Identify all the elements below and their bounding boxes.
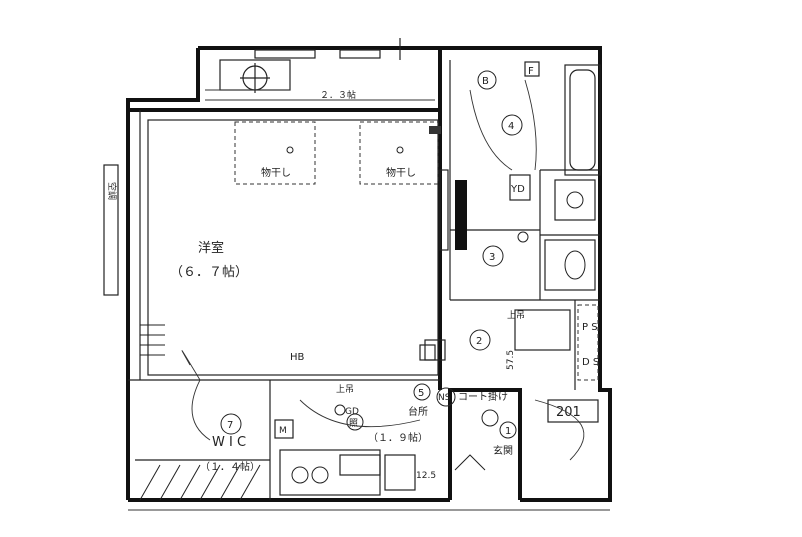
drying-label-1: 物干し — [261, 166, 291, 179]
left-window — [103, 164, 119, 296]
hb-label: HB — [290, 352, 305, 363]
circuit-2: 2 — [476, 336, 482, 347]
circuit-4: 4 — [508, 121, 514, 132]
left-shelves — [140, 324, 165, 356]
yd-label: YD — [510, 184, 525, 195]
circuit-1: 1 — [505, 426, 511, 437]
m-label: M — [279, 426, 287, 436]
drying-label-2: 物干し — [386, 166, 416, 179]
wic-label: W I C — [212, 435, 246, 450]
kitchen-size: （１．９帖） — [368, 431, 428, 444]
drying-rail-2 — [359, 121, 439, 185]
wic-hatch — [139, 464, 261, 501]
ps-label: P S — [582, 322, 598, 333]
wic: 7 W I C M （１．４帖） — [139, 379, 294, 501]
western-room: 物干し 物干し 洋室 （６．７帖） 空調 HB — [103, 119, 467, 381]
western-room-name: 洋室 — [198, 240, 224, 256]
kitchen-name: 台所 — [408, 405, 428, 418]
b-label: B — [482, 76, 489, 87]
dim-label: 57.5 — [506, 350, 516, 370]
coat-hook-label: コート掛け — [458, 390, 508, 403]
drying-rail-1 — [234, 121, 316, 185]
toilet: 3 — [482, 231, 596, 291]
ds-label: D S — [582, 357, 599, 368]
upper-cabinet-2: 上吊 — [336, 384, 354, 395]
kitchen: 上吊 5 NS コート掛け GD 照 台所 （１．９帖） 1 玄関 12.5 — [279, 383, 517, 496]
ps-ds: P S D S — [577, 304, 599, 381]
circuit-7: 7 — [227, 420, 233, 431]
wic-size: （１．４帖） — [200, 460, 260, 473]
entrance-label: 玄関 — [493, 444, 513, 457]
bathtub — [564, 64, 601, 176]
washbasin — [554, 179, 596, 221]
upper-cabinet-1: 上吊 — [507, 310, 525, 321]
western-room-size: （６．７帖） — [170, 265, 248, 280]
outer-walls — [126, 46, 612, 502]
unit-number: 201 — [556, 405, 581, 420]
laundry-room: 2 上吊 57.5 — [424, 309, 571, 370]
interior-walls — [128, 60, 600, 500]
washing-machine — [514, 309, 571, 351]
circuit-3: 3 — [489, 252, 495, 263]
circuit-5: 5 — [418, 388, 424, 399]
aircon-label: 空調 — [106, 182, 118, 200]
light-label: 照 — [349, 418, 358, 429]
f-label: F — [528, 66, 534, 77]
balcony-size-label: ２．３帖 — [320, 89, 356, 101]
kitchen-counter — [279, 449, 381, 496]
gd-label: GD — [345, 407, 359, 417]
unit-number-box: 201 — [534, 399, 599, 461]
closet-door — [455, 180, 467, 250]
ns-label: NS — [438, 393, 451, 403]
bathroom: F B 4 YD — [469, 61, 601, 221]
balcony-railing — [205, 38, 435, 101]
dim-label-2: 12.5 — [416, 471, 436, 481]
